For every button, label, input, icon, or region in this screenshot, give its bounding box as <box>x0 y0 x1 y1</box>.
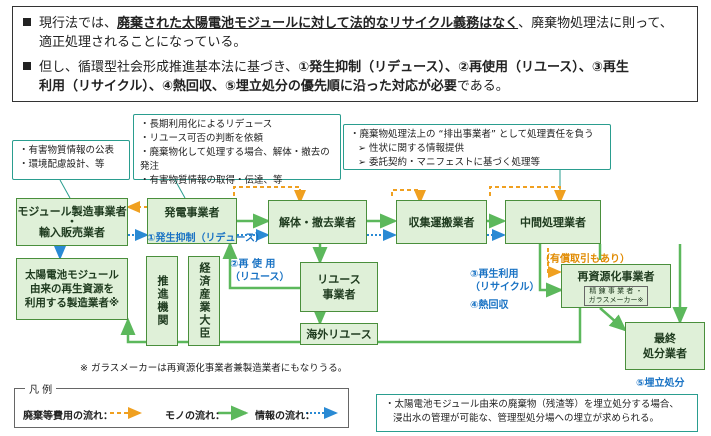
label-landfill: ⑤埋立処分 <box>636 378 685 389</box>
box-collector: 収集運搬業者 <box>396 200 487 244</box>
summary-bullet-2-line2: 利用（リサイクル）、④熱回収、⑤埋立処分の優先順に沿った対応が必要である。 <box>39 79 509 94</box>
label-paid-transaction: （有償取引もあり） <box>540 254 630 265</box>
recycler-sub-label: 精 錬 事 業 者 ・ ガラスメーカー※ <box>583 286 649 306</box>
bullet-square-icon <box>23 18 31 26</box>
fee-flow-recycler <box>547 248 562 278</box>
label-reduce: ①発生抑制（リデュース） <box>147 233 265 244</box>
box-recycler: 再資源化事業者 精 錬 事 業 者 ・ ガラスメーカー※ <box>561 264 671 308</box>
box-final-disposal: 最終 処分業者 <box>625 322 705 370</box>
legend-fee-label: 廃棄等費用の流れ： <box>23 411 113 422</box>
landfill-note: ・太陽電池モジュール由来の廃棄物（残渣等）を埋立処分する場合、 浸出水の管理が可… <box>376 394 698 432</box>
box-promotion-organization: 推進機関 <box>146 256 178 346</box>
box-demolition: 解体・撤去業者 <box>268 200 367 244</box>
label-heat-recovery: ④熱回収 <box>470 300 509 311</box>
summary-bullet-1: 現行法では、廃棄された太陽電池モジュールに対して法的なリサイクル義務はなく、廃棄… <box>23 15 673 33</box>
goods-flow-inter-recycler <box>538 244 564 298</box>
summary-bullet-1-line2: 適正処理されることになっている。 <box>39 35 247 50</box>
goods-flow-reuse-gen <box>222 241 300 290</box>
callout-generator-responsibility: ・廃棄物処理法上の “排出事業者” として処理責任を負う ➢ 性状に関する情報提… <box>343 124 611 170</box>
box-intermediate: 中間処理業者 <box>505 200 601 244</box>
callout-manufacturer: ・有害物質情報の公表 ・環境配慮設計、等 <box>12 140 130 180</box>
goods-flow-recycler-final <box>599 307 627 332</box>
legend-info-label: 情報の流れ： <box>255 411 315 422</box>
box-reuse-operator: リユース 事業者 <box>300 262 378 312</box>
legend-goods-label: モノの流れ： <box>165 411 225 422</box>
footnote-glass-maker: ※ ガラスメーカーは再資源化事業者兼製造業者にもなりうる。 <box>80 363 348 374</box>
box-recycled-resource-manufacturer: 太陽電池モジュール 由来の再生資源を 利用する製造業者※ <box>16 258 128 320</box>
box-meti-minister: 経済産業大臣 <box>188 256 220 346</box>
callout-center-pointer <box>174 179 186 199</box>
box-generator: 発電事業者 <box>147 198 237 244</box>
callout-left-pointer <box>59 179 71 199</box>
box-overseas-reuse: 海外リユース <box>300 323 378 345</box>
fee-flow-demo <box>233 186 306 204</box>
fee-flow-inter <box>489 186 566 204</box>
label-reuse: ②再 使 用 （リユース） <box>230 259 290 283</box>
legend-box: 凡 例 廃棄等費用の流れ： モノの流れ： 情報の流れ： <box>14 381 349 428</box>
legend-title: 凡 例 <box>25 381 57 396</box>
summary-box: 現行法では、廃棄された太陽電池モジュールに対して法的なリサイクル義務はなく、廃棄… <box>12 6 698 102</box>
summary-bullet-2: 但し、循環型社会形成推進基本法に基づき、①発生抑制（リデュース）、②再使用（リユ… <box>23 59 629 77</box>
bullet-square-icon <box>23 62 31 70</box>
box-manufacturer: モジュール製造事業者 ・ 輸入販売業者 <box>16 198 128 246</box>
fee-flow-collect <box>391 189 426 204</box>
label-recycle: ③再生利用 （リサイクル） <box>470 269 540 293</box>
callout-generator: ・長期利用化によるリデュース ・リユース可否の判断を依頼 ・廃棄物化して処理する… <box>133 114 341 186</box>
